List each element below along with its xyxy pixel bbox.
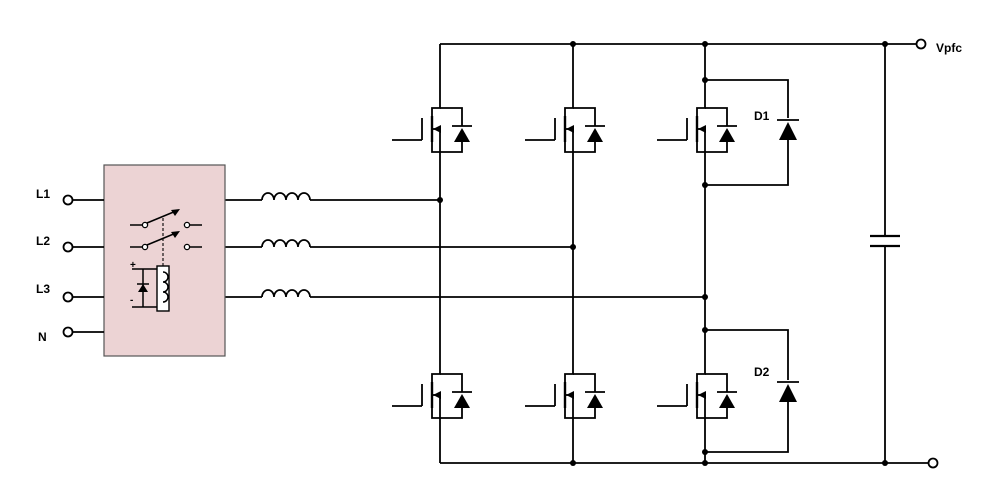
d1-label: D1 [754, 109, 770, 123]
relay-minus-label: - [130, 295, 133, 306]
relay-box: + - [103, 164, 226, 357]
input-l2: L2 [36, 234, 104, 253]
phase-l2-path [225, 239, 573, 248]
leg-1 [390, 44, 474, 463]
vpfc-terminal [915, 38, 927, 50]
mosfet-leg2-low [523, 354, 607, 438]
phase-l1-path [225, 192, 440, 201]
output-capacitor [870, 41, 900, 466]
ground-terminal [927, 457, 939, 469]
mosfet-leg1-high [390, 88, 474, 172]
input-l1: L1 [36, 187, 104, 206]
input-l3: L3 [36, 282, 104, 303]
l1-label: L1 [36, 187, 50, 201]
mosfet-leg3-low [655, 354, 739, 438]
vpfc-label: Vpfc [936, 41, 962, 55]
inductor-l3 [261, 289, 311, 298]
relay-box-body [103, 164, 226, 357]
inductor-l1 [261, 192, 311, 201]
leg-3 [655, 41, 799, 466]
mosfet-leg3-high [655, 88, 739, 172]
phase-l3-path [225, 289, 705, 298]
diode-d1 [705, 79, 799, 186]
inductor-l2 [261, 239, 311, 248]
relay-plus-label: + [130, 260, 136, 271]
diode-d2 [705, 329, 799, 453]
l2-label: L2 [36, 234, 50, 248]
n-label: N [38, 330, 47, 344]
leg-2 [523, 41, 607, 466]
d2-label: D2 [754, 365, 770, 379]
mosfet-leg2-high [523, 88, 607, 172]
l3-label: L3 [36, 282, 50, 296]
mosfet-leg1-low [390, 354, 474, 438]
input-n: N [38, 326, 104, 344]
